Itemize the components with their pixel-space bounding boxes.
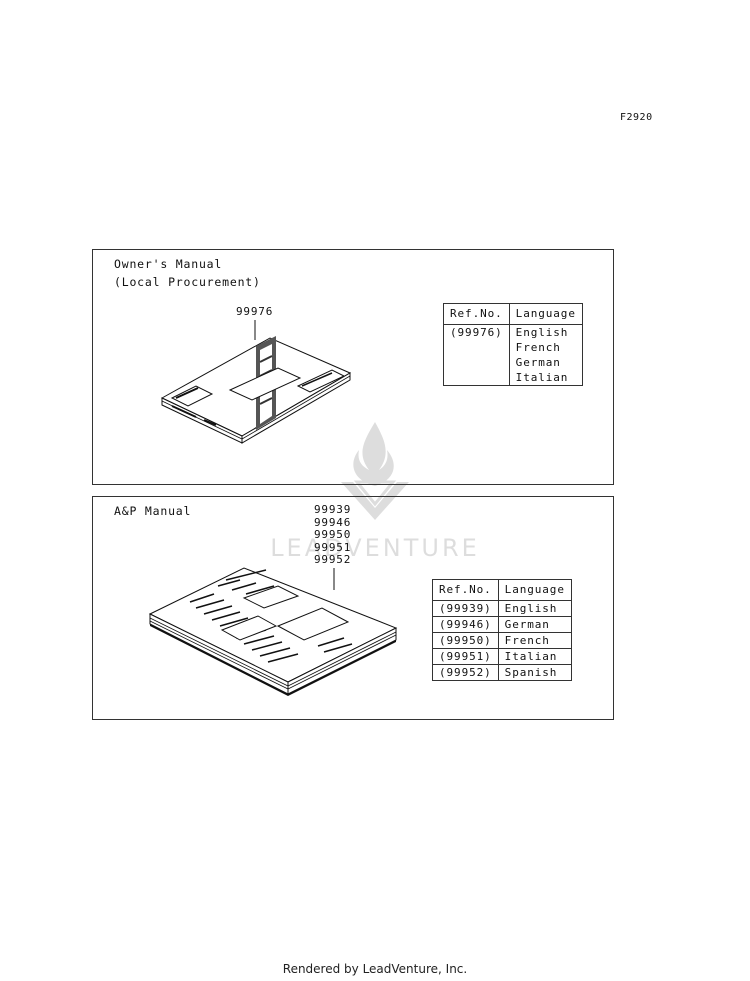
table-cell-language: Italian — [508, 370, 583, 386]
header-ref-no: Ref.No. — [432, 579, 499, 601]
table-cell-ref: (99939) — [432, 600, 499, 617]
owners-manual-panel — [92, 249, 614, 485]
owners-manual-part-number[interactable]: 99976 — [236, 305, 274, 318]
footer-credit: Rendered by LeadVenture, Inc. — [282, 962, 468, 976]
leadventure-watermark: LEADVENTURE — [270, 422, 480, 560]
table-cell-empty — [443, 340, 510, 355]
table-row: (99950) French — [432, 632, 572, 649]
table-cell-empty — [443, 355, 510, 370]
table-cell-empty — [443, 370, 510, 386]
table-cell-language: French — [497, 632, 572, 649]
table-row: (99946) German — [432, 616, 572, 633]
header-ref-no: Ref.No. — [443, 303, 510, 325]
table-cell-language: French — [508, 340, 583, 355]
ap-manual-title: A&P Manual — [114, 504, 192, 518]
table-cell-language: German — [497, 616, 572, 633]
part-number[interactable]: 99950 — [314, 528, 352, 541]
part-number[interactable]: 99951 — [314, 540, 352, 554]
ap-manual-illustration — [148, 567, 398, 696]
figure-code: F2920 — [620, 112, 653, 123]
owners-manual-illustration — [160, 320, 352, 444]
ap-manual-ref-table: Ref.No. Language (99939) English (99946)… — [432, 579, 572, 681]
header-language: Language — [497, 579, 572, 601]
part-number[interactable]: 99952 — [314, 553, 352, 566]
ap-manual-part-numbers: 99939 99946 99950 99951 99952 — [314, 503, 352, 567]
table-cell-ref: (99951) — [432, 648, 499, 665]
table-cell-ref: (99946) — [432, 616, 499, 633]
header-language: Language — [508, 303, 583, 325]
table-cell-language: English — [497, 600, 572, 617]
table-cell-language: English — [508, 324, 583, 340]
table-cell-language: Italian — [497, 648, 572, 665]
table-cell-ref: (99950) — [432, 632, 499, 649]
part-number[interactable]: 99946 — [314, 515, 352, 529]
table-cell-ref: (99952) — [432, 664, 499, 681]
table-row: (99952) Spanish — [432, 664, 572, 681]
owners-manual-ref-table: Ref.No. Language (99976) English French … — [443, 303, 583, 386]
owners-manual-title: Owner's Manual — [114, 257, 223, 271]
watermark-text: LEADVENTURE — [270, 534, 480, 560]
table-cell-language: Spanish — [497, 664, 572, 681]
table-row: (99951) Italian — [432, 648, 572, 665]
table-cell-language: German — [508, 355, 583, 370]
table-cell-ref: (99976) — [443, 324, 510, 340]
part-number[interactable]: 99939 — [314, 503, 352, 516]
owners-manual-subtitle: (Local Procurement) — [114, 275, 261, 289]
table-row: (99939) English — [432, 600, 572, 617]
ap-manual-panel — [92, 496, 614, 720]
